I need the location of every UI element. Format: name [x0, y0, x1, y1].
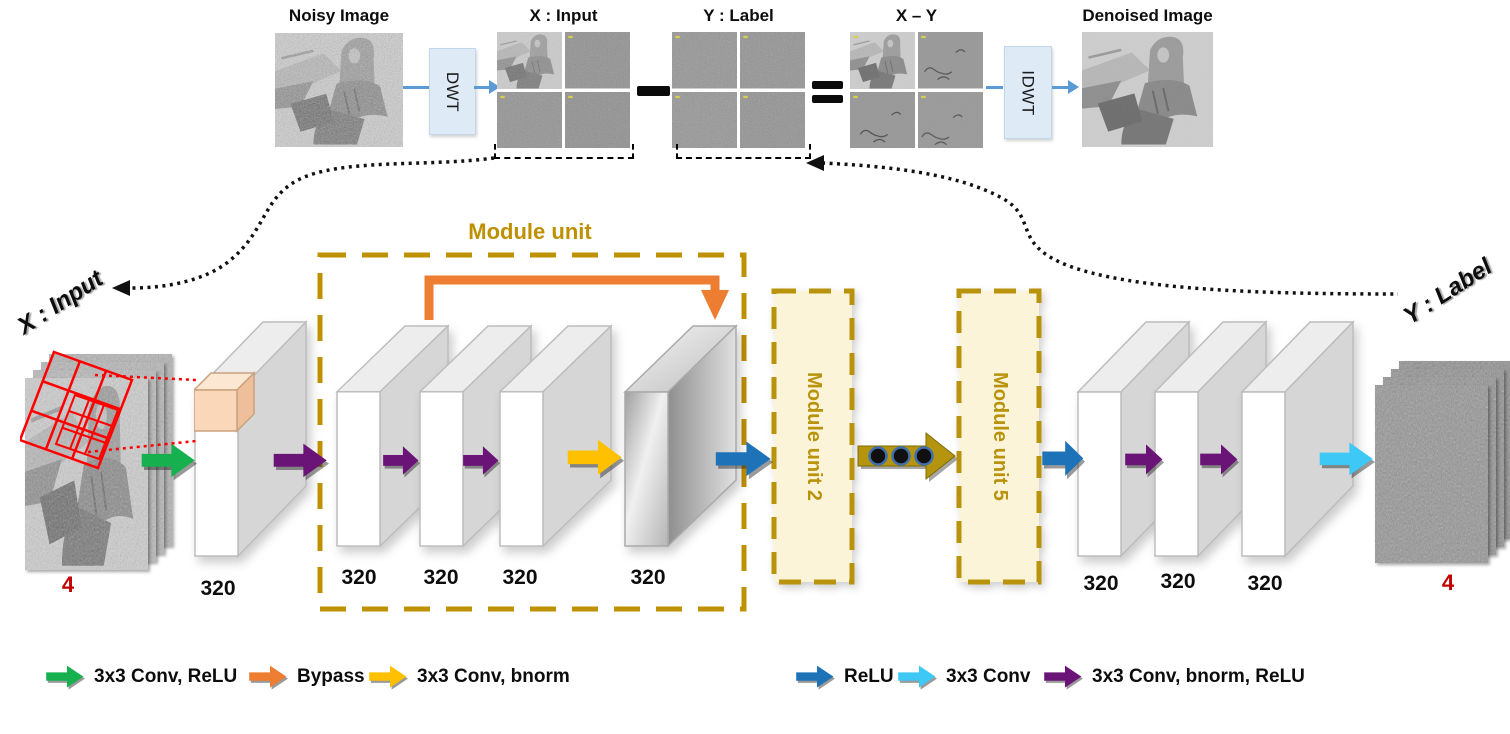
residual-detail — [918, 32, 983, 89]
label-dotted-connector — [821, 161, 1399, 296]
noise-subband — [740, 91, 805, 148]
subband-hl — [565, 32, 630, 89]
legend-label: 3x3 Conv, ReLU — [94, 666, 238, 687]
residual-detail — [918, 91, 983, 148]
equals-icon — [812, 81, 843, 103]
noise-subband — [672, 32, 737, 89]
x-minus-y-label: X – Y — [895, 6, 938, 25]
denoised-image-thumbnail — [1082, 32, 1213, 147]
x-input-label: X : Input — [529, 6, 598, 25]
repeat-dots-arrow — [857, 431, 958, 482]
channel-count: 320 — [502, 566, 538, 589]
y-label-label: Y : Label — [703, 6, 774, 25]
channel-count: 320 — [1160, 570, 1196, 593]
residual-ll — [850, 32, 915, 89]
conv-bnorm-relu-arrow-icon — [463, 446, 500, 478]
conv-patch-cube — [194, 371, 256, 433]
network-output-label: Y : Label — [1398, 253, 1497, 331]
green-arrow-icon — [46, 665, 85, 690]
orange-arrow-icon — [249, 665, 288, 690]
conv-bnorm-relu-arrow-icon — [1125, 444, 1164, 478]
minus-icon — [637, 86, 670, 96]
legend-item-conv: 3x3 Conv — [897, 664, 1030, 690]
blue-arrow-icon — [796, 665, 835, 690]
channel-count: 320 — [630, 566, 666, 589]
conv-bnorm-relu-arrow-icon — [273, 443, 329, 481]
right-arrowhead-icon — [1068, 80, 1079, 94]
subband-hh — [565, 91, 630, 148]
channel-count: 320 — [1247, 572, 1283, 595]
output-layer-front — [1375, 385, 1488, 563]
noise-subband — [740, 32, 805, 89]
residual-subbands — [850, 32, 983, 148]
x-input-subbands — [497, 32, 630, 148]
conv-bnorm-relu-arrow-icon — [383, 446, 420, 478]
channel-count: 320 — [1083, 572, 1119, 595]
conv-bnorm-relu-arrow-icon — [1200, 444, 1239, 478]
legend-label: 3x3 Conv, bnorm — [417, 666, 570, 687]
conv-block — [1241, 321, 1354, 557]
relu-arrow-icon — [1042, 440, 1085, 480]
flow-line — [1052, 86, 1069, 89]
idwt-box: IDWT — [1004, 46, 1052, 139]
legend-item-conv-bnorm: 3x3 Conv, bnorm — [368, 664, 570, 690]
denoised-image-label: Denoised Image — [1082, 6, 1213, 25]
module-output-block — [623, 324, 738, 548]
yellow-arrow-icon — [369, 665, 408, 690]
module-unit-outline — [317, 252, 747, 612]
legend-item-relu: ReLU — [795, 664, 894, 690]
module-unit-2-label: Module unit 2 — [802, 372, 825, 501]
input-depth-number: 4 — [61, 572, 75, 597]
residual-detail — [850, 91, 915, 148]
channel-count: 320 — [200, 577, 236, 600]
channel-count: 320 — [423, 566, 459, 589]
noisy-image-thumbnail — [275, 33, 403, 147]
conv-relu-arrow-icon — [141, 443, 197, 481]
label-bracket — [676, 144, 811, 159]
right-arrowhead-icon — [489, 80, 500, 94]
legend-label: Bypass — [297, 666, 365, 687]
conv-block — [194, 321, 307, 557]
module-unit-5-label: Module unit 5 — [988, 372, 1011, 501]
legend-item-bypass: Bypass — [248, 664, 365, 690]
cyan-arrow-icon — [898, 665, 937, 690]
relu-arrow-icon — [715, 441, 773, 480]
module-unit-2-box: Module unit 2 — [771, 288, 855, 585]
dwt-label: DWT — [443, 71, 463, 112]
flow-line — [403, 86, 430, 89]
subband-ll — [497, 32, 562, 89]
input-layer-front — [25, 378, 148, 570]
dwt-box: DWT — [429, 48, 476, 135]
conv-bnorm-arrow-icon — [567, 439, 624, 479]
network-input-label: X : Input — [12, 265, 108, 341]
noisy-image-label: Noisy Image — [288, 6, 390, 25]
idwt-label: IDWT — [1019, 69, 1038, 116]
y-label-subbands — [672, 32, 805, 148]
legend-label: 3x3 Conv — [946, 666, 1031, 687]
legend-item-conv-bnorm-relu: 3x3 Conv, bnorm, ReLU — [1043, 664, 1305, 690]
purple-arrow-icon — [1044, 665, 1083, 690]
conv-block — [499, 325, 612, 547]
legend-label: 3x3 Conv, bnorm, ReLU — [1092, 666, 1305, 687]
receptive-field-grid — [20, 350, 134, 470]
channel-count: 320 — [341, 566, 377, 589]
noise-subband — [672, 91, 737, 148]
subband-lh — [497, 91, 562, 148]
module-unit-title: Module unit — [468, 219, 592, 244]
bypass-connection — [424, 275, 729, 320]
input-bracket — [494, 144, 634, 159]
output-depth-number: 4 — [1441, 570, 1455, 595]
module-unit-5-box: Module unit 5 — [956, 288, 1042, 585]
legend-item-conv-relu: 3x3 Conv, ReLU — [45, 664, 237, 690]
conv-arrow-icon — [1319, 442, 1375, 479]
flow-line — [986, 86, 1003, 89]
legend-label: ReLU — [844, 666, 894, 687]
flow-line — [474, 86, 490, 89]
